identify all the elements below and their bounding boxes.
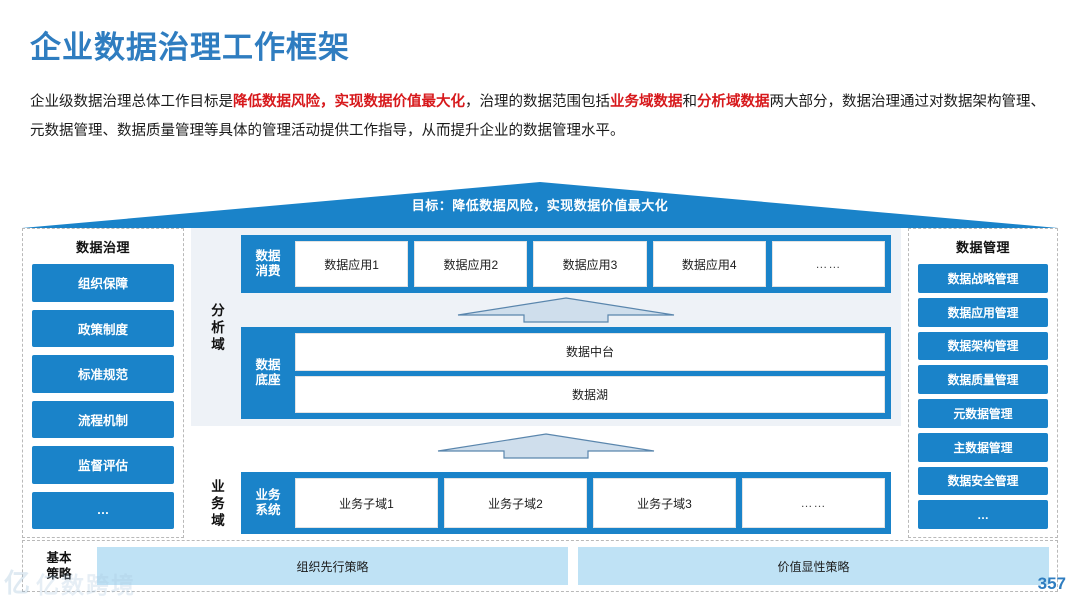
business-subdomain-cell-0[interactable]: 业务子域1 <box>295 478 438 528</box>
management-item-list: 数据战略管理数据应用管理数据架构管理数据质量管理元数据管理主数据管理数据安全管理… <box>918 264 1048 529</box>
governance-item-list: 组织保障政策制度标准规范流程机制监督评估 … <box>32 264 174 529</box>
basic-strategy-panel: 基本 策略 组织先行策略 价值显性策略 <box>22 540 1058 592</box>
data-application-cell-4[interactable]: …… <box>771 241 886 287</box>
governance-item-4[interactable]: 监督评估 <box>32 446 174 484</box>
data-foundation-tag: 数据 底座 <box>247 333 289 413</box>
data-application-cell-2[interactable]: 数据应用3 <box>533 241 647 287</box>
analysis-domain-label-line-2: 析 <box>211 319 225 335</box>
business-subdomain-cell-2[interactable]: 业务子域3 <box>593 478 736 528</box>
data-foundation-cell-0[interactable]: 数据中台 <box>295 333 885 371</box>
data-foundation-strip: 数据 底座 数据中台数据湖 <box>241 327 891 419</box>
paragraph-segment-5: 分析域数据 <box>697 94 770 110</box>
business-domain-label-line-3: 域 <box>211 512 225 528</box>
business-subdomain-cell-1[interactable]: 业务子域2 <box>444 478 587 528</box>
governance-item-0[interactable]: 组织保障 <box>32 264 174 302</box>
data-application-cell-1[interactable]: 数据应用2 <box>414 241 528 287</box>
data-foundation-cells: 数据中台数据湖 <box>295 333 885 413</box>
management-item-0[interactable]: 数据战略管理 <box>918 264 1048 293</box>
governance-item-5[interactable]: … <box>32 491 174 529</box>
governance-item-3[interactable]: 流程机制 <box>32 400 174 438</box>
page-title: 企业数据治理工作框架 <box>30 30 350 65</box>
paragraph-segment-3: 业务域数据 <box>610 94 683 110</box>
management-panel-title: 数据管理 <box>955 240 1010 255</box>
analysis-domain-label-line-1: 分 <box>211 302 225 318</box>
business-system-tag: 业务 系统 <box>247 478 289 528</box>
goal-banner-label: 目标：降低数据风险，实现数据价值最大化 <box>411 198 669 213</box>
paragraph-segment-2: ，治理的数据范围包括 <box>465 94 610 110</box>
basic-strategy-label-line-1: 基本 <box>46 551 72 565</box>
governance-panel: 数据治理 组织保障政策制度标准规范流程机制监督评估 … <box>22 228 184 538</box>
governance-panel-title: 数据治理 <box>75 240 130 255</box>
business-system-tag-line-1: 业务 <box>255 488 281 502</box>
business-system-tag-line-2: 系统 <box>255 503 281 517</box>
paragraph-segment-4: 和 <box>682 94 698 110</box>
business-subdomain-cell-3[interactable]: …… <box>742 478 885 528</box>
basic-strategy-label-line-2: 策略 <box>46 567 72 581</box>
management-item-6[interactable]: 数据安全管理 <box>918 466 1048 496</box>
paragraph-segment-0: 企业级数据治理总体工作目标是 <box>30 94 233 110</box>
data-application-cell-0[interactable]: 数据应用1 <box>295 241 409 287</box>
paragraph-segment-6: 两大部分，数据治理通过对数据架构管理、元数据管理、数据质量管理等具体的管理活动提… <box>30 94 1045 139</box>
management-item-3[interactable]: 数据质量管理 <box>918 365 1048 394</box>
management-item-7[interactable]: … <box>918 500 1048 529</box>
strategy-box-2: 价值显性策略 <box>578 547 1049 585</box>
paragraph-segment-1: 降低数据风险，实现数据价值最大化 <box>233 94 465 110</box>
arrow-up-foundation-to-consumption <box>241 293 891 327</box>
business-domain-label-line-1: 业 <box>211 478 225 494</box>
data-consumption-tag: 数据 消费 <box>247 241 289 287</box>
arrow-up-business-to-analysis <box>191 432 901 460</box>
data-application-cell-3[interactable]: 数据应用4 <box>652 241 766 287</box>
intro-paragraph: 企业级数据治理总体工作目标是降低数据风险，实现数据价值最大化，治理的数据范围包括… <box>30 88 1050 146</box>
data-consumption-tag-line-1: 数据 <box>255 249 281 263</box>
governance-item-2[interactable]: 标准规范 <box>32 355 174 393</box>
strategy-box-1: 组织先行策略 <box>97 547 568 585</box>
data-foundation-cell-1[interactable]: 数据湖 <box>295 375 885 413</box>
data-consumption-tag-line-2: 消费 <box>255 264 281 278</box>
business-domain-label-line-2: 务 <box>211 495 225 511</box>
analysis-domain-label: 分 析 域 <box>195 235 241 419</box>
management-item-1[interactable]: 数据应用管理 <box>918 297 1048 327</box>
data-foundation-tag-line-1: 数据 <box>255 358 281 372</box>
goal-banner: 目标：降低数据风险，实现数据价值最大化 <box>22 182 1058 228</box>
business-domain-label: 业 务 域 <box>195 472 241 534</box>
governance-item-1[interactable]: 政策制度 <box>32 309 174 347</box>
basic-strategy-label: 基本 策略 <box>31 547 87 585</box>
management-item-4[interactable]: 元数据管理 <box>918 399 1048 428</box>
framework-body: 数据治理 组织保障政策制度标准规范流程机制监督评估 … 分 析 域 <box>22 228 1058 540</box>
page-number: 357 <box>1037 574 1066 593</box>
management-item-2[interactable]: 数据架构管理 <box>918 331 1048 361</box>
analysis-domain-label-line-3: 域 <box>211 336 225 352</box>
management-panel: 数据管理 数据战略管理数据应用管理数据架构管理数据质量管理元数据管理主数据管理数… <box>908 228 1058 538</box>
management-item-5[interactable]: 主数据管理 <box>918 432 1048 462</box>
data-foundation-tag-line-2: 底座 <box>255 373 281 387</box>
